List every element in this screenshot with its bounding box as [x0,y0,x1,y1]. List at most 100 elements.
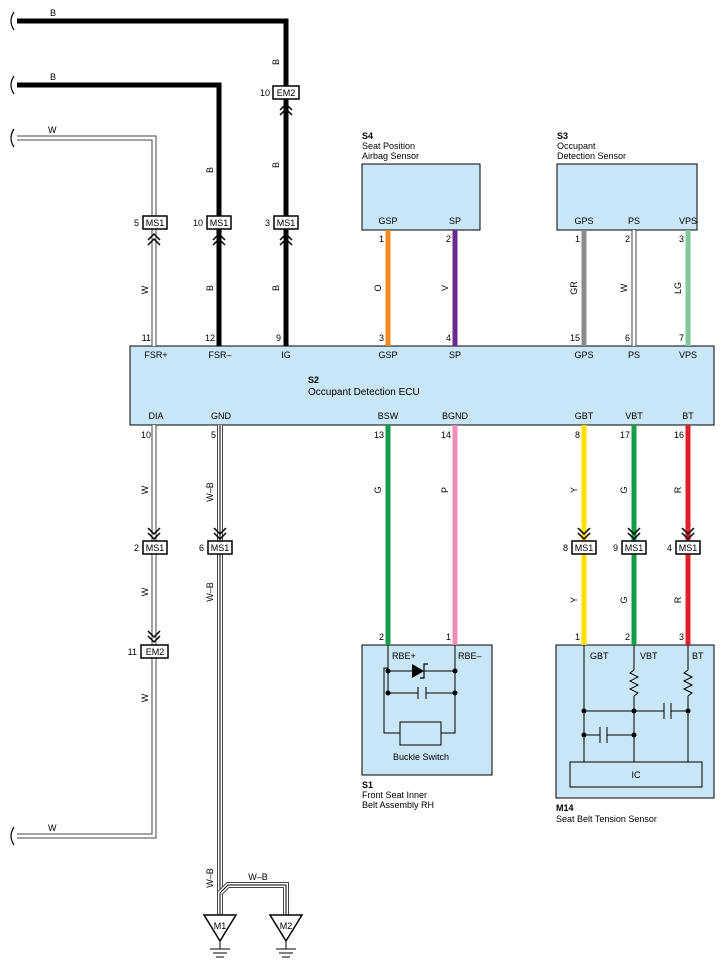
m14-pin-num-1: 1 [575,632,580,642]
connector-ms1-bt: MS1 4 [667,527,701,555]
connector-ms1-b-id: MS1 [210,218,229,228]
ecu-pin-gsp: GSP [378,350,397,360]
wire-break-1 [10,11,15,31]
ecu-top-pin-num-fsr-pos: 11 [142,333,151,343]
ecu-top-pin-num-ps: 6 [625,333,630,343]
wire-w-fsr-pos-inner [17,136,156,346]
ecu-pin-vbt: VBT [625,411,643,421]
m14-code: M14 [556,803,574,813]
wire-color-g2: G [619,596,629,603]
ecu-top-pin-num-vps: 7 [679,333,684,343]
wire-color-g1: G [619,486,629,493]
ecu-pin-fsr-pos: FSR+ [144,350,167,360]
wire-wb-m2-white [218,883,288,915]
wire-b-fsr-neg [17,82,222,346]
m14-pin-vbt: VBT [640,651,658,661]
ecu-code: S2 [308,375,319,385]
ecu-top-pin-num-ig: 9 [276,333,281,343]
wire-color-w5: W [140,693,150,702]
m14-pin-num-3: 3 [679,632,684,642]
s4-pin-num-1: 1 [379,234,384,244]
s3-name-line2: Detection Sensor [557,151,626,161]
connector-ms1-ig-id: MS1 [277,218,296,228]
s1-pin-rbe-neg: RBE– [458,651,482,661]
connector-ms1-gbt: MS1 8 [563,527,597,555]
m14-pin-num-2: 2 [625,632,630,642]
wire-color-y2: Y [569,597,579,603]
wire-w-dia-inner [17,425,156,838]
wire-color-w2: W [140,285,150,294]
wire-color-wb1: W–B [205,482,215,502]
wire-break-4 [10,826,15,846]
ecu-pin-gps: GPS [574,350,593,360]
s3-name-line1: Occupant [557,141,596,151]
s4-name-line2: Airbag Sensor [362,151,419,161]
connector-ms1-vbt-id: MS1 [625,543,644,553]
connector-em2-top-id: EM2 [277,88,296,98]
wire-b-ig [17,18,289,346]
wire-break-2 [10,75,15,95]
connector-ms1-bt-pin: 4 [667,543,672,553]
m14-name: Seat Belt Tension Sensor [556,814,657,824]
wire-color-o: O [373,284,383,291]
m14-pin-bt: BT [692,651,704,661]
s2-ecu-box [129,345,715,426]
connector-ms1-ig: MS1 3 [265,215,299,246]
zener-diode-icon [412,663,428,679]
ecu-pin-sp: SP [449,350,461,360]
m14-pin-gbt: GBT [590,651,609,661]
wire-color-r1: R [673,486,683,493]
ecu-bottom-pin-num-dia: 10 [141,430,151,440]
wire-color-w-ps: W [619,283,629,292]
wire-color-w3: W [140,485,150,494]
ecu-pin-vps: VPS [679,350,697,360]
connector-ms1-gnd: MS1 6 [199,527,233,555]
connector-ms1-vbt-pin: 9 [613,543,618,553]
connector-em2-dia-id: EM2 [146,647,165,657]
ecu-top-pin-num-gsp: 3 [379,333,384,343]
wire-color-g-bsw: G [373,486,383,493]
connector-ms1-w: MS1 5 [134,215,168,246]
connector-ms1-w-id: MS1 [146,218,165,228]
wire-color-wb4: W–B [248,872,268,882]
wire-color-p-bgnd: P [440,487,450,493]
s1-junction-dots [385,668,458,696]
s1-pin-rbe-pos: RBE+ [392,651,416,661]
s4-pin-sp: SP [449,216,461,226]
connector-ms1-b-pin: 10 [193,218,203,228]
wire-color-b3: B [271,59,281,65]
s1-pin-num-2: 2 [379,632,384,642]
ecu-pin-bt: BT [682,411,694,421]
ecu-top-pin-num-gps: 15 [570,333,580,343]
connector-ms1-b: MS1 10 [193,215,232,246]
connector-ms1-dia-id: MS1 [146,543,165,553]
ecu-bottom-pin-num-bgnd: 14 [441,430,451,440]
s3-sensor-box [556,163,698,231]
wire-color-b7: B [271,285,281,291]
s4-pin-gsp: GSP [378,216,397,226]
connector-ms1-dia: MS1 2 [134,527,168,555]
ecu-pin-fsr-neg: FSR– [208,350,231,360]
wire-color-b2: B [50,72,56,82]
ecu-top-pin-num-fsr-neg: 12 [205,333,215,343]
wire-color-wb2: W–B [205,582,215,602]
s1-name-line1: Front Seat Inner [362,790,427,800]
connector-ms1-vbt: MS1 9 [613,527,647,555]
ground-m1-label: M1 [214,921,227,931]
connector-ms1-dia-pin: 2 [134,543,139,553]
ecu-bottom-pin-num-gnd: 5 [211,430,216,440]
connector-ms1-bt-id: MS1 [679,543,698,553]
s1-code: S1 [362,780,373,790]
s3-pin-gps: GPS [574,216,593,226]
wire-break-3 [10,128,15,148]
wire-color-lg: LG [673,282,683,294]
ecu-bottom-pin-num-gbt: 8 [575,430,580,440]
wire-w-fsr-pos-outer [17,135,157,346]
s1-name-line2: Belt Assembly RH [362,800,434,810]
ecu-top-pin-num-sp: 4 [446,333,451,343]
ecu-pin-gbt: GBT [575,411,594,421]
connector-ms1-ig-pin: 3 [265,218,270,228]
m14-internal-circuit [569,645,703,788]
s1-pin-num-1: 1 [446,632,451,642]
